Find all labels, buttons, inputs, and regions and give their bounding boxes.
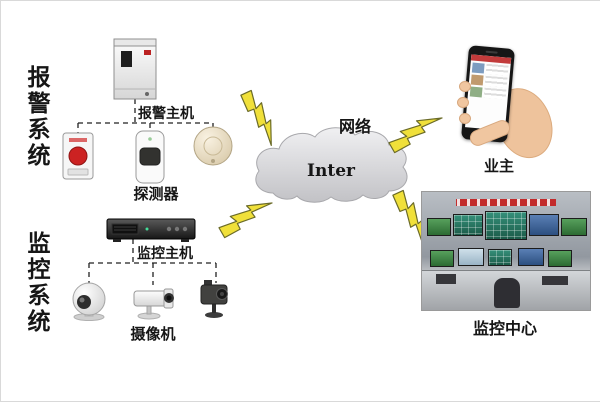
- wall-monitor: [561, 218, 587, 236]
- bolt-cloud-to-owner: [388, 117, 443, 154]
- desk-equipment: [436, 274, 456, 284]
- dome-camera-device: [72, 282, 106, 321]
- app-text-lines: [484, 75, 508, 88]
- app-text-lines: [483, 87, 507, 100]
- desk-monitor: [458, 248, 484, 266]
- label-alarm-system: 报警系统: [23, 65, 49, 169]
- dvr-device: [106, 218, 196, 242]
- label-monitor-host: 监控主机: [137, 246, 193, 262]
- label-detectors: 探测器: [133, 185, 179, 203]
- ptz-camera-device: [200, 280, 228, 318]
- camera-connectors: [88, 239, 217, 285]
- fingertip: [457, 97, 469, 108]
- internet-cloud: [255, 127, 408, 203]
- wall-monitor: [529, 214, 559, 236]
- app-thumbnail: [470, 74, 484, 86]
- owner-phone-photo: [449, 45, 561, 166]
- label-network: 网络: [338, 117, 371, 136]
- app-thumbnail: [469, 86, 483, 98]
- desk-monitor: [548, 250, 572, 267]
- bolt-monitor-to-cloud: [218, 202, 273, 239]
- desk-equipment: [542, 276, 568, 285]
- label-owner: 业主: [483, 157, 514, 175]
- wall-monitor: [453, 214, 483, 236]
- wall-monitor-main: [485, 211, 527, 240]
- label-cameras: 摄像机: [130, 325, 176, 343]
- pir-detector-device: [135, 130, 165, 184]
- desk-monitor: [430, 250, 454, 267]
- operator-chair: [494, 278, 520, 308]
- bolt-alarm-to-cloud: [240, 89, 272, 147]
- alarm-connectors: [77, 99, 214, 133]
- app-thumbnail: [471, 62, 485, 74]
- desk-monitor: [518, 248, 544, 266]
- lightning-bolts: [218, 89, 443, 247]
- label-monitoring-center: 监控中心: [472, 319, 537, 338]
- ceiling-detector-device: [193, 126, 233, 166]
- label-internet: Inter: [307, 161, 355, 181]
- fingertip: [459, 81, 471, 92]
- phone-speaker: [485, 50, 498, 54]
- monitoring-center-photo: [421, 191, 591, 311]
- desk-monitor: [488, 249, 512, 266]
- alarm-host-device: [113, 38, 157, 100]
- panic-button-device: [62, 132, 94, 180]
- monitoring-center-banner: [450, 197, 562, 208]
- bullet-camera-device: [133, 288, 174, 320]
- label-monitoring-system: 监控系统: [23, 231, 49, 335]
- wall-monitor: [427, 218, 451, 236]
- fingertip: [459, 113, 471, 124]
- app-text-lines: [485, 63, 509, 76]
- label-alarm-host: 报警主机: [138, 106, 194, 122]
